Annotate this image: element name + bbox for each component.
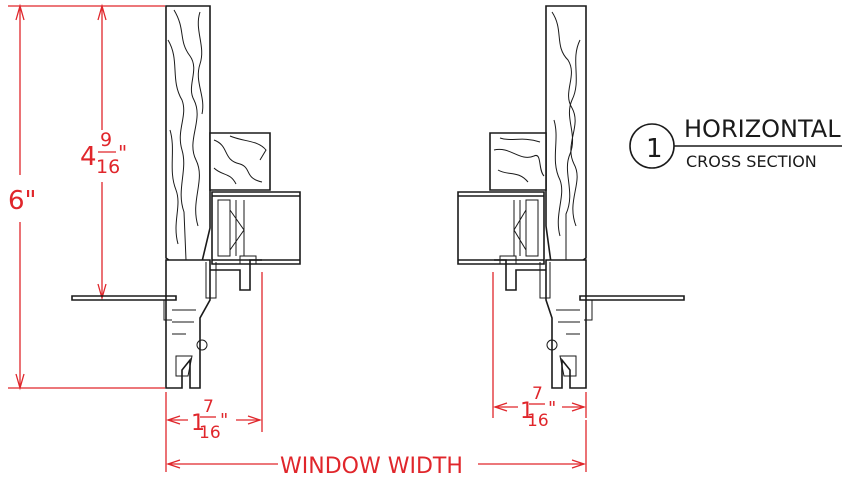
overall-height-dimension: 6" (8, 3, 165, 391)
left-offset-inch-mark: " (220, 410, 228, 431)
left-frame-extrusion (165, 255, 262, 389)
upper-height-inch-mark: " (118, 141, 127, 165)
right-offset-numerator: 7 (532, 384, 543, 404)
left-wood-block (209, 132, 271, 191)
left-jamb-assembly (71, 5, 301, 389)
left-steel-channel (211, 191, 301, 265)
upper-height-denominator: 16 (96, 156, 120, 178)
upper-height-dimension: 4 9 16 " (80, 3, 127, 301)
left-offset-dimension: 1 7 16 " (165, 272, 263, 443)
section-tag-title: HORIZONTAL (684, 115, 841, 143)
right-nailing-flange (579, 295, 685, 321)
left-offset-numerator: 7 (203, 397, 214, 417)
right-wood-block (489, 132, 547, 191)
right-offset-inch-mark: " (548, 398, 556, 419)
right-frame-extrusion (494, 255, 587, 389)
left-wood-stud (165, 5, 211, 271)
left-offset-denominator: 16 (199, 423, 221, 443)
right-steel-channel (457, 191, 545, 265)
section-tag: 1 HORIZONTAL CROSS SECTION (629, 115, 842, 171)
overall-height-label: 6" (8, 186, 37, 216)
right-offset-denominator: 16 (527, 411, 549, 431)
right-offset-whole: 1 (520, 399, 534, 424)
window-width-dimension: WINDOW WIDTH (165, 420, 587, 479)
window-width-label: WINDOW WIDTH (280, 454, 463, 479)
upper-height-numerator: 9 (100, 129, 112, 151)
right-wood-stud (545, 5, 587, 271)
right-offset-dimension: 1 7 16 " (492, 272, 587, 431)
upper-height-whole: 4 (80, 142, 97, 172)
left-nailing-flange (71, 295, 177, 321)
section-tag-number: 1 (646, 134, 663, 164)
right-jamb-assembly (457, 5, 685, 389)
section-tag-subtitle: CROSS SECTION (686, 152, 817, 171)
